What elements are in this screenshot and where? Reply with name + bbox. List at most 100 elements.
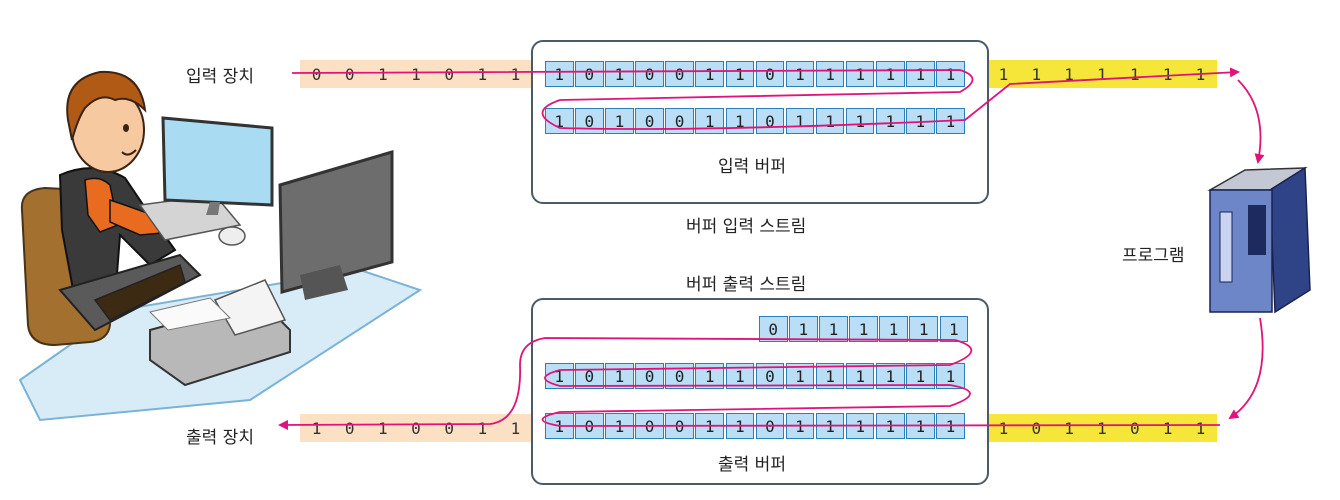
buffer-cell: 1 [815,363,845,389]
buffer-cell: 1 [876,61,905,87]
input-device-label: 입력 장치 [186,67,254,87]
bit: 0 [344,418,355,438]
buffer-cell: 1 [876,363,905,389]
buffer-cell: 0 [755,363,785,389]
output-device-label: 출력 장치 [186,428,254,448]
buffer-cell: 0 [635,363,664,389]
buffer-cell: 1 [725,363,755,389]
buffer-cell: 1 [815,413,845,439]
bit: 1 [1162,418,1173,438]
buffer-cell: 1 [906,413,935,439]
input-buffer-label: 입력 버퍼 [718,157,786,177]
buffer-cell: 1 [785,413,815,439]
buffer-cell: 1 [695,363,724,389]
buffer-cell: 0 [575,413,604,439]
buffer-cell: 1 [845,413,875,439]
buffer-cell: 1 [879,316,908,342]
output-device-bit-strip: 1 0 1 0 0 1 1 [300,414,532,442]
buffer-cell: 1 [605,363,634,389]
buffer-cell: 1 [876,413,905,439]
bit: 1 [1064,418,1074,438]
bit: 1 [1064,64,1074,84]
buffer-cell: 1 [939,316,969,342]
buffer-cell: 1 [906,108,935,134]
buffer-cell: 1 [819,316,848,342]
buffer-cell: 1 [936,413,965,439]
bit: 1 [998,64,1009,84]
buffer-cell: 1 [725,61,755,87]
buffer-cell: 0 [665,413,694,439]
buffer-cell: 1 [936,108,965,134]
bit: 0 [444,64,454,84]
buffer-cell: 1 [789,316,818,342]
buffer-cell: 0 [755,413,785,439]
bit: 0 [1031,418,1042,438]
bit: 0 [344,64,355,84]
bit: 1 [1097,64,1107,84]
buffer-cell: 0 [635,61,664,87]
buffer-cell: 1 [785,108,815,134]
buffer-cell: 1 [785,363,815,389]
buffer-cell: 0 [665,108,694,134]
output-buffer-label: 출력 버퍼 [718,455,786,475]
bit: 1 [1162,64,1173,84]
buffer-cell: 1 [545,108,574,134]
buffer-cell: 1 [695,413,724,439]
buffer-cell: 1 [815,61,845,87]
bit: 1 [510,418,521,438]
bit: 0 [411,418,421,438]
buffer-cell: 1 [785,61,815,87]
bit: 1 [1031,64,1042,84]
buffer-cell: 1 [545,363,574,389]
bit: 1 [510,64,521,84]
buffer-cell: 1 [906,363,935,389]
buffer-cell: 1 [906,61,935,87]
buffer-cell: 0 [575,363,604,389]
bit: 0 [444,418,454,438]
buffer-cell: 0 [759,316,788,342]
buffer-input-stream-label: 버퍼 입력 스트림 [686,217,807,237]
bit: 1 [1195,418,1206,438]
buffer-cell: 1 [695,108,724,134]
buffer-cell: 1 [849,316,878,342]
buffer-cell: 1 [936,61,965,87]
bit: 0 [311,64,322,84]
bit: 1 [1129,64,1140,84]
buffer-cell: 1 [695,61,724,87]
buffer-cell: 1 [909,316,938,342]
buffer-cell: 1 [545,61,574,87]
bit: 1 [1097,418,1107,438]
buffer-cell: 1 [605,61,634,87]
buffer-cell: 1 [815,108,845,134]
buffer-cell: 1 [605,413,634,439]
buffer-cell: 0 [635,413,664,439]
buffer-cell: 0 [575,61,604,87]
buffer-cell: 1 [876,108,905,134]
buffer-cell: 1 [845,363,875,389]
bit: 1 [477,64,488,84]
buffer-cell: 1 [545,413,574,439]
buffer-cell: 1 [845,61,875,87]
buffer-cell: 1 [845,108,875,134]
buffer-cell: 1 [725,413,755,439]
buffer-cell: 0 [635,108,664,134]
bit: 1 [477,418,488,438]
buffer-cell: 0 [665,363,694,389]
buffer-cell: 0 [755,108,785,134]
bit: 1 [378,418,388,438]
bit: 0 [1129,418,1140,438]
bit: 1 [311,418,322,438]
buffer-cell: 0 [575,108,604,134]
buffer-cell: 1 [605,108,634,134]
bit: 1 [1195,64,1206,84]
input-program-bit-strip: 1 1 1 1 1 1 1 [987,60,1217,88]
bit: 1 [378,64,388,84]
buffer-output-stream-label: 버퍼 출력 스트림 [686,275,807,295]
program-label: 프로그램 [1122,246,1185,266]
